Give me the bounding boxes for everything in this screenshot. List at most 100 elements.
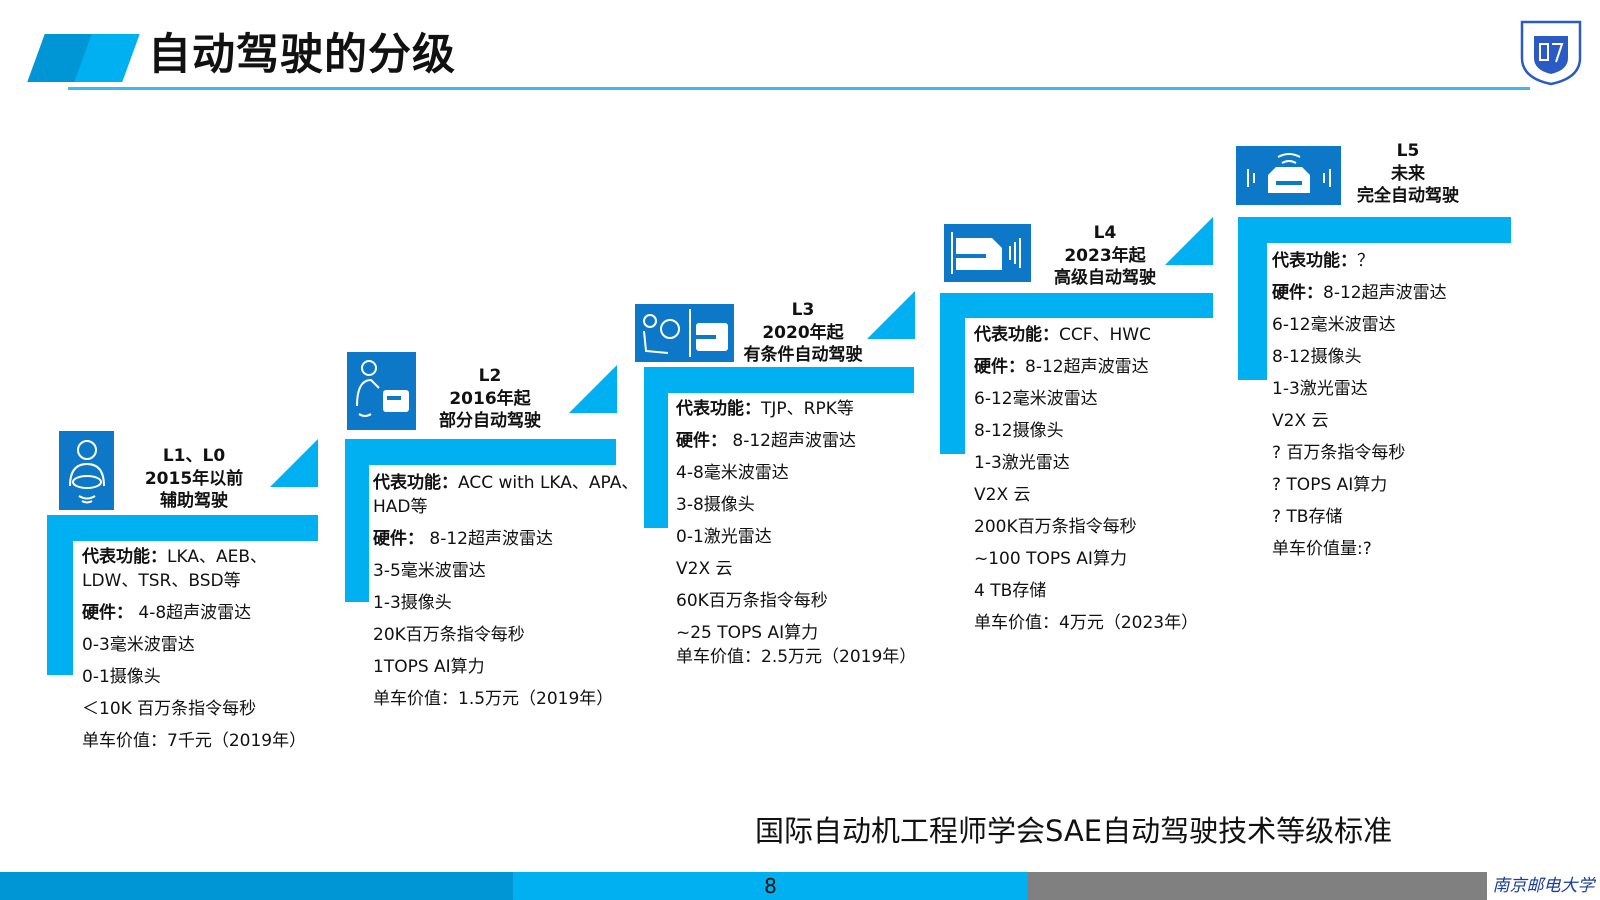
level-3-spec-value: TJP、RPK等 bbox=[761, 399, 854, 419]
level-2-spec-list: 代表功能：ACC with LKA、APA、 HAD等硬件： 8-12超声波雷达… bbox=[373, 471, 638, 719]
level-2-spec-label: 硬件： bbox=[373, 529, 424, 549]
level-3-spec-value: 8-12超声波雷达 bbox=[727, 431, 856, 451]
level-2-spec-value: 8-12超声波雷达 bbox=[424, 529, 553, 549]
level-2-spec-value: ACC with LKA、APA、 HAD等 bbox=[373, 473, 639, 517]
university-seal-logo bbox=[1520, 20, 1582, 86]
level-1-spec-value: 0-3毫米波雷达 bbox=[82, 635, 195, 655]
level-2-title-line: 部分自动驾驶 bbox=[439, 411, 541, 431]
level-2-title-line: L2 bbox=[478, 366, 502, 386]
level-5-title-line: L5 bbox=[1396, 141, 1420, 161]
level-3-spec-item: 60K百万条指令每秒 bbox=[676, 589, 916, 613]
footer-university-logo: 南京邮电大学 bbox=[1492, 876, 1595, 896]
caption: 国际自动机工程师学会SAE自动驾驶技术等级标准 bbox=[755, 814, 1393, 848]
level-2-step-triangle bbox=[569, 365, 617, 413]
level-4-step-riser bbox=[940, 293, 965, 454]
level-2-spec-item: 20K百万条指令每秒 bbox=[373, 623, 638, 647]
level-2-spec-label: 代表功能： bbox=[373, 473, 458, 493]
level-1-step-riser bbox=[47, 515, 73, 675]
level-1-spec-value: 0-1摄像头 bbox=[82, 667, 161, 687]
level-3-spec-label: 硬件： bbox=[676, 431, 727, 451]
level-2-spec-item: 单车价值：1.5万元（2019年） bbox=[373, 687, 638, 711]
level-5-spec-value: ? 百万条指令每秒 bbox=[1272, 443, 1406, 463]
level-5-spec-value: 单车价值量:? bbox=[1272, 539, 1372, 559]
footer-bar-gray bbox=[1028, 872, 1487, 900]
level-5-spec-value: 8-12超声波雷达 bbox=[1323, 283, 1447, 303]
level-2-step-riser bbox=[345, 439, 369, 602]
level-4-spec-item: 单车价值：4万元（2023年） bbox=[974, 611, 1198, 635]
level-4-spec-item: 代表功能：CCF、HWC bbox=[974, 323, 1198, 347]
level-3-title-line: 2020年起 bbox=[762, 322, 844, 343]
level-3-spec-value: 60K百万条指令每秒 bbox=[676, 591, 828, 611]
level-2-spec-value: 单车价值：1.5万元（2019年） bbox=[373, 689, 614, 709]
level-3-title-line: 有条件自动驾驶 bbox=[743, 345, 863, 365]
level-4-spec-value: V2X 云 bbox=[974, 485, 1031, 505]
level-2-spec-item: 1-3摄像头 bbox=[373, 591, 638, 615]
level-2-spec-item: 1TOPS AI算力 bbox=[373, 655, 638, 679]
level-4-spec-item: V2X 云 bbox=[974, 483, 1198, 507]
level-3-step-riser bbox=[644, 367, 668, 528]
level-1-spec-value: 4-8超声波雷达 bbox=[133, 603, 252, 623]
level-3-spec-item: ~25 TOPS AI算力 单车价值：2.5万元（2019年） bbox=[676, 621, 916, 669]
level-1-spec-item: 0-3毫米波雷达 bbox=[82, 633, 306, 657]
level-3-step-triangle bbox=[867, 291, 915, 339]
level-4-spec-value: CCF、HWC bbox=[1059, 325, 1151, 345]
driver-car-icon bbox=[347, 352, 416, 430]
level-3-spec-label: 代表功能： bbox=[676, 399, 761, 419]
level-4-spec-label: 代表功能： bbox=[974, 325, 1059, 345]
autonomous-car-icon bbox=[1236, 146, 1341, 205]
level-5-spec-value: 8-12摄像头 bbox=[1272, 347, 1362, 367]
level-5-spec-value: 1-3激光雷达 bbox=[1272, 379, 1368, 399]
level-5-spec-value: ? TB存储 bbox=[1272, 507, 1343, 527]
level-5-spec-value: V2X 云 bbox=[1272, 411, 1329, 431]
level-5-spec-item: 代表功能：？ bbox=[1272, 249, 1447, 273]
level-5-spec-item: 硬件：8-12超声波雷达 bbox=[1272, 281, 1447, 305]
level-1-spec-item: 代表功能：LKA、AEB、 LDW、TSR、BSD等 bbox=[82, 545, 306, 593]
level-5-spec-value: 6-12毫米波雷达 bbox=[1272, 315, 1396, 335]
level-5-title-line: 完全自动驾驶 bbox=[1357, 186, 1459, 206]
level-5-spec-item: ? TOPS AI算力 bbox=[1272, 473, 1447, 497]
level-1-spec-item: 单车价值：7千元（2019年） bbox=[82, 729, 306, 753]
level-4-step-bar bbox=[940, 293, 1213, 318]
level-1-title-line: L1、L0 bbox=[162, 446, 226, 466]
level-4-spec-value: 8-12超声波雷达 bbox=[1025, 357, 1149, 377]
level-4-spec-value: 1-3激光雷达 bbox=[974, 453, 1070, 473]
level-1-spec-label: 代表功能： bbox=[82, 547, 167, 567]
level-2-title-line: 2016年起 bbox=[449, 388, 531, 409]
level-3-spec-value: 3-8摄像头 bbox=[676, 495, 755, 515]
level-1-spec-value: 单车价值：7千元（2019年） bbox=[82, 731, 307, 751]
level-1-spec-value: LKA、AEB、 LDW、TSR、BSD等 bbox=[82, 547, 267, 591]
footer-bar-light bbox=[513, 872, 1028, 900]
page-title: 自动驾驶的分级 bbox=[148, 30, 456, 80]
level-4-spec-value: 单车价值：4万元（2023年） bbox=[974, 613, 1199, 633]
level-2-spec-value: 20K百万条指令每秒 bbox=[373, 625, 525, 645]
level-1-title-line: 2015年以前 bbox=[144, 468, 244, 489]
level-4-spec-value: 8-12摄像头 bbox=[974, 421, 1064, 441]
level-2-spec-value: 3-5毫米波雷达 bbox=[373, 561, 486, 581]
level-3-spec-item: V2X 云 bbox=[676, 557, 916, 581]
level-5-spec-item: ? 百万条指令每秒 bbox=[1272, 441, 1447, 465]
level-3-spec-value: V2X 云 bbox=[676, 559, 733, 579]
level-5-spec-item: 6-12毫米波雷达 bbox=[1272, 313, 1447, 337]
level-5-spec-item: 8-12摄像头 bbox=[1272, 345, 1447, 369]
level-2-spec-value: 1-3摄像头 bbox=[373, 593, 452, 613]
level-5-spec-label: 代表功能： bbox=[1272, 251, 1357, 271]
level-4-title-line: 高级自动驾驶 bbox=[1054, 268, 1156, 288]
level-4-spec-item: 8-12摄像头 bbox=[974, 419, 1198, 443]
level-4-spec-item: 4 TB存储 bbox=[974, 579, 1198, 603]
level-5-spec-value: ? TOPS AI算力 bbox=[1272, 475, 1388, 495]
level-4-title-line: L4 bbox=[1093, 223, 1117, 243]
level-4-spec-item: ~100 TOPS AI算力 bbox=[974, 547, 1198, 571]
footer-bar-dark bbox=[0, 872, 513, 900]
level-4-spec-item: 硬件：8-12超声波雷达 bbox=[974, 355, 1198, 379]
header-divider bbox=[68, 87, 1530, 90]
level-3-step-bar bbox=[644, 367, 914, 393]
level-1-step-triangle bbox=[270, 439, 318, 487]
car-sensor-icon bbox=[944, 224, 1031, 282]
level-3-spec-item: 0-1激光雷达 bbox=[676, 525, 916, 549]
